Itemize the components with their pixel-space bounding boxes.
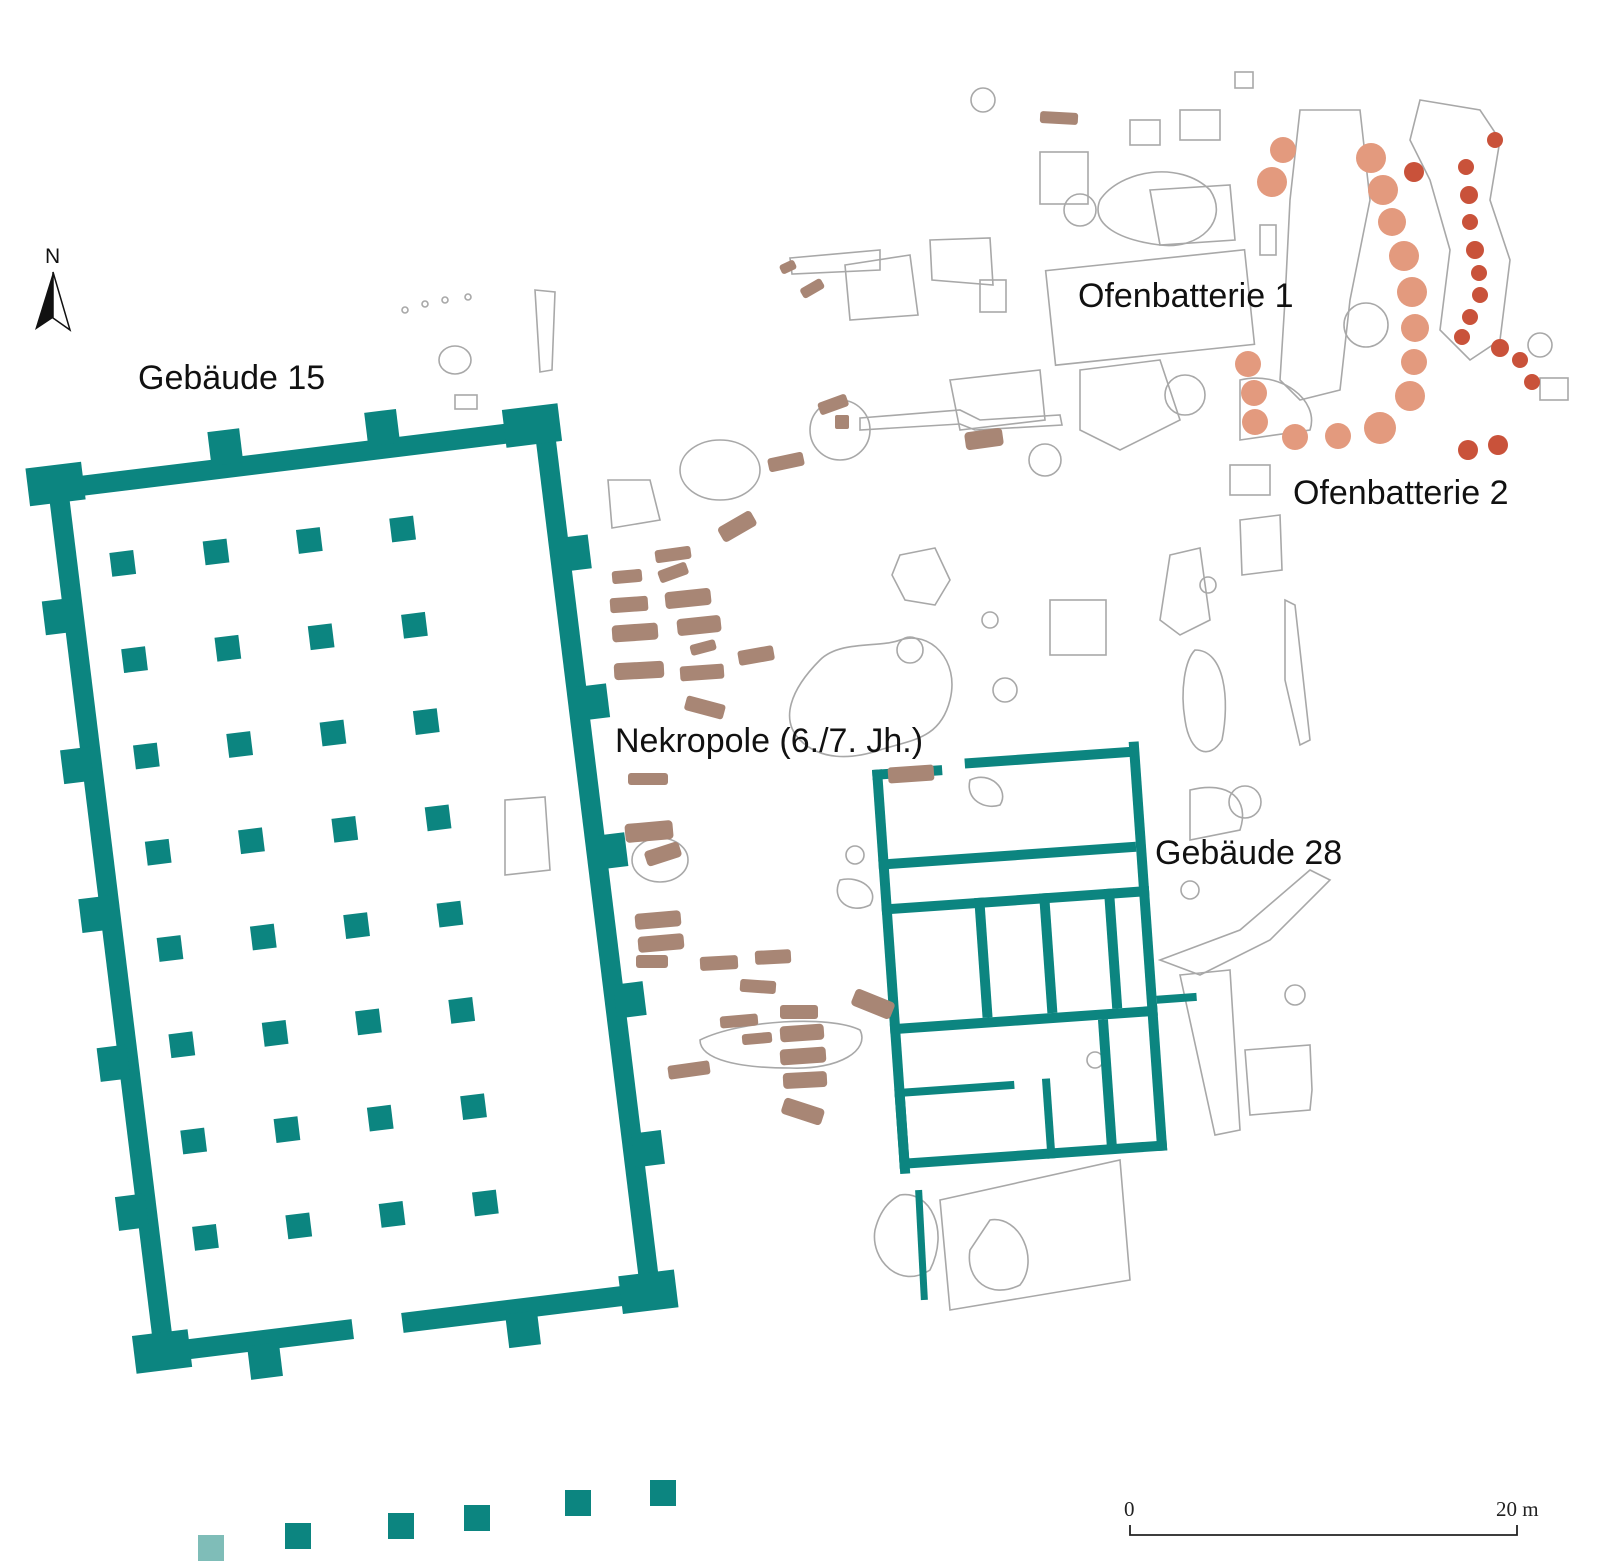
building-28-annex-wall <box>915 1189 928 1301</box>
kiln-battery-2-label: Ofenbatterie 2 <box>1293 474 1508 512</box>
necropolis-graves <box>609 111 1079 1126</box>
building-15-pillars <box>109 515 499 1251</box>
north-arrow-icon: N <box>35 245 72 332</box>
scale-bar: 0 20 m <box>1124 1497 1539 1536</box>
building-28 <box>872 741 1197 1175</box>
kiln-battery-2 <box>1404 132 1540 460</box>
necropolis-label: Nekropole (6./7. Jh.) <box>615 722 923 760</box>
building-28-label: Gebäude 28 <box>1155 834 1342 872</box>
kiln-battery-1 <box>1235 137 1429 450</box>
north-letter: N <box>45 245 60 268</box>
scale-end-label: 20 m <box>1496 1497 1539 1521</box>
kiln-battery-1-label: Ofenbatterie 1 <box>1078 277 1293 315</box>
building-15 <box>25 403 679 1380</box>
building-15-label: Gebäude 15 <box>138 359 325 397</box>
southern-pillar-row <box>198 1480 676 1561</box>
scale-start-label: 0 <box>1124 1497 1135 1521</box>
